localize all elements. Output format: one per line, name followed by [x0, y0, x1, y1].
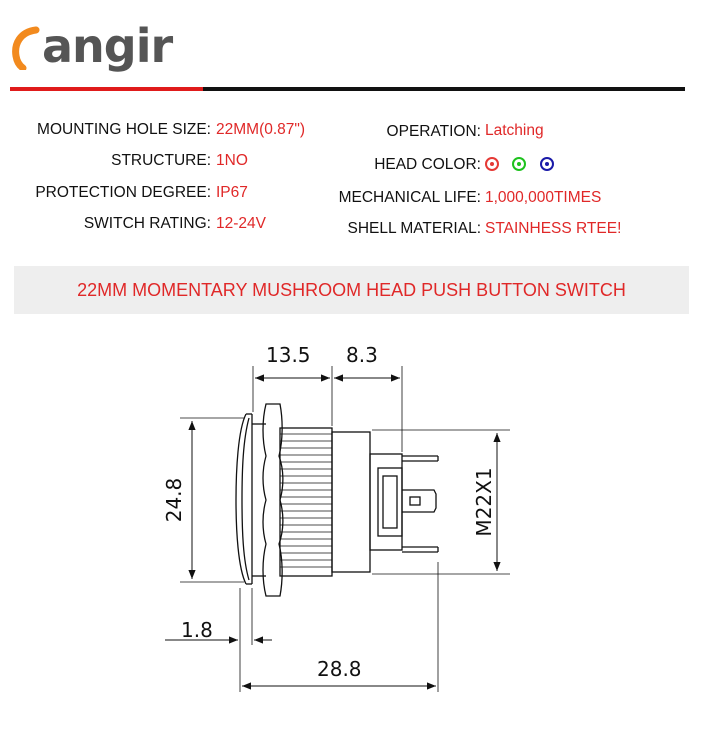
- spec-shell-key: SHELL MATERIAL:: [347, 220, 481, 237]
- spec-shell-value: STAINHESS RTEE!: [485, 220, 622, 237]
- spec-protection-key: PROTECTION DEGREE:: [35, 184, 211, 201]
- spec-rating-key: SWITCH RATING:: [83, 215, 211, 232]
- dim-thread: M22X1: [472, 467, 496, 536]
- product-title-banner: 22MM MOMENTARY MUSHROOM HEAD PUSH BUTTON…: [14, 266, 689, 314]
- spec-life-value: 1,000,000TIMES: [485, 189, 602, 206]
- header-rule-accent: [10, 87, 203, 91]
- dim-flange: 1.8: [181, 618, 213, 642]
- dim-total-length: 28.8: [317, 657, 362, 681]
- spec-mounting-value: 22MM(0.87"): [216, 121, 306, 138]
- dim-head-to-body: 13.5: [266, 343, 311, 367]
- logo-arc-icon: [12, 26, 40, 70]
- extension-lines: [180, 366, 510, 692]
- blue-color-dot-icon: [539, 157, 554, 171]
- dimension-arrows: [165, 374, 501, 690]
- spec-structure-value: 1NO: [216, 152, 248, 169]
- product-title: 22MM MOMENTARY MUSHROOM HEAD PUSH BUTTON…: [77, 280, 626, 300]
- spec-life-key: MECHANICAL LIFE:: [338, 189, 481, 206]
- spec-head-color-key: HEAD COLOR:: [374, 156, 481, 173]
- header-rule: [203, 87, 685, 91]
- spec-rating-value: 12-24V: [216, 215, 266, 232]
- spec-mounting-key: MOUNTING HOLE SIZE:: [37, 121, 211, 138]
- spec-operation-value: Latching: [485, 122, 544, 139]
- spec-structure-key: STRUCTURE:: [111, 152, 211, 169]
- spec-protection-value: IP67: [216, 184, 248, 201]
- red-color-dot-icon: [485, 157, 499, 171]
- green-color-dot-icon: [512, 157, 527, 171]
- brand-logo: angir: [42, 19, 173, 73]
- switch-outline: [235, 403, 439, 597]
- dim-body-to-terminal: 8.3: [346, 343, 378, 367]
- head-color-swatches: [481, 154, 554, 177]
- spec-operation-key: OPERATION:: [386, 123, 481, 140]
- dim-head-diameter: 24.8: [162, 478, 186, 523]
